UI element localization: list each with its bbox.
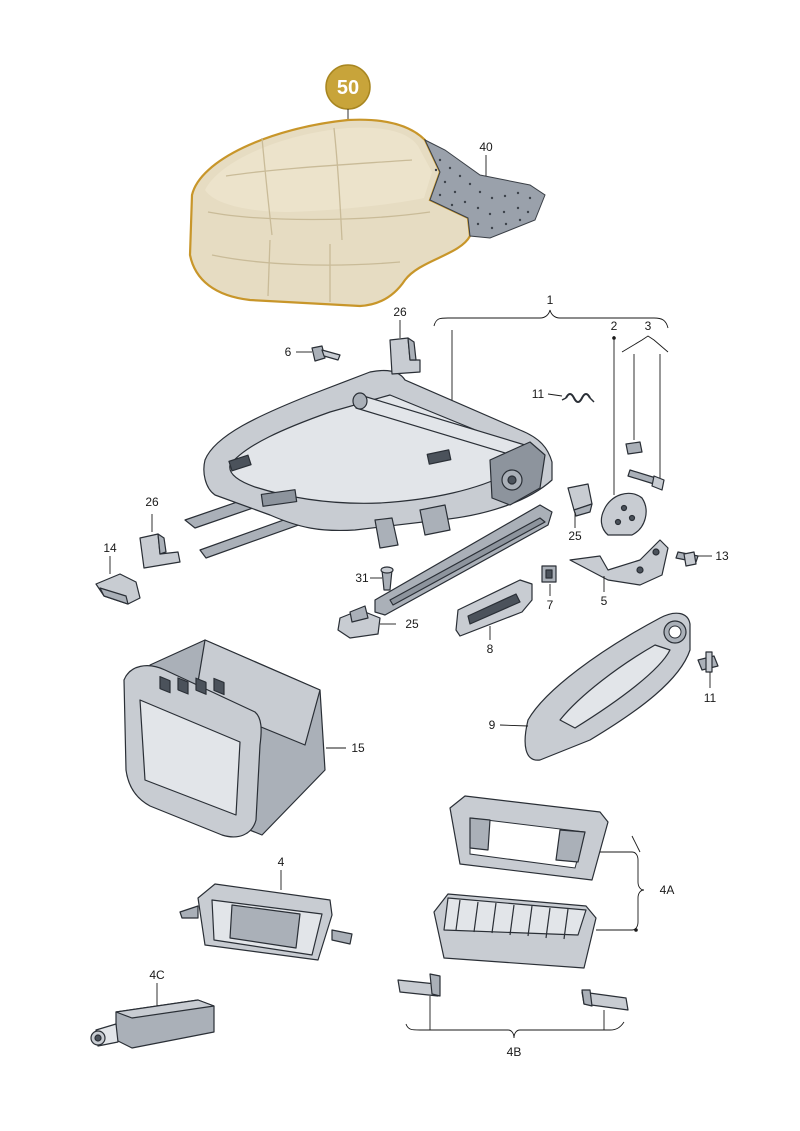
- clip-7[interactable]: [541, 565, 557, 583]
- bracket-4A: [596, 851, 645, 931]
- cushion-foam-part[interactable]: [423, 138, 546, 239]
- tray-4A-lower[interactable]: [433, 893, 597, 969]
- storage-drawer-15[interactable]: [123, 639, 326, 838]
- nut-part[interactable]: [625, 441, 643, 455]
- mount-4B-right[interactable]: [581, 989, 629, 1011]
- tray-slats: [455, 899, 569, 940]
- callout-26-left: 26: [145, 495, 159, 509]
- drawer-ribs: [159, 675, 225, 696]
- foam-section: [423, 138, 546, 239]
- callout-26-top: 26: [393, 305, 407, 319]
- clip-25-upper[interactable]: [567, 483, 593, 517]
- callout-4: 4: [278, 855, 285, 869]
- screw-13[interactable]: [675, 551, 699, 567]
- callout-5: 5: [601, 594, 608, 608]
- handle-14[interactable]: [95, 573, 141, 605]
- screw-31[interactable]: [380, 566, 394, 591]
- callout-3: 3: [645, 319, 652, 333]
- callout-13: 13: [715, 549, 729, 563]
- callout-7: 7: [547, 598, 554, 612]
- seat-frame[interactable]: [184, 369, 553, 616]
- seat-cushion[interactable]: [188, 118, 472, 308]
- callout-11-top: 11: [532, 387, 545, 401]
- callout-25-lower: 25: [405, 617, 419, 631]
- clip-11-lower[interactable]: [697, 651, 719, 673]
- motor-4C[interactable]: [90, 999, 215, 1049]
- callout-4C: 4C: [149, 968, 165, 982]
- clip-25-lower[interactable]: [337, 605, 381, 639]
- callout-15: 15: [351, 741, 365, 755]
- callout-6: 6: [285, 345, 292, 359]
- badge-label: 50: [337, 77, 359, 99]
- callout-25-upper: 25: [568, 529, 582, 543]
- callout-31: 31: [355, 571, 369, 585]
- bolt-part[interactable]: [311, 345, 341, 362]
- callout-4B: 4B: [507, 1045, 522, 1059]
- mount-4B-left[interactable]: [397, 973, 441, 997]
- callout-11-lower: 11: [704, 691, 717, 705]
- callout-1: 1: [547, 293, 554, 307]
- callout-2: 2: [611, 319, 618, 333]
- foam-dots: [434, 158, 532, 230]
- bracket-4B: [405, 1021, 625, 1039]
- recliner-cover[interactable]: [600, 492, 647, 536]
- callout-40: 40: [479, 140, 493, 154]
- bracket-5[interactable]: [569, 539, 669, 586]
- cushion-top-surface: [205, 127, 432, 212]
- spring-part[interactable]: [561, 393, 595, 403]
- frame-4A-upper[interactable]: [449, 795, 609, 881]
- bracket-26-left[interactable]: [139, 533, 181, 569]
- side-panel-9[interactable]: [524, 612, 691, 761]
- callout-4A: 4A: [660, 883, 675, 897]
- trim-8[interactable]: [455, 579, 533, 637]
- highlight-badge[interactable]: 50: [325, 64, 371, 110]
- bracket-26-top[interactable]: [389, 337, 421, 375]
- screw-part[interactable]: [627, 469, 665, 491]
- callout-8: 8: [487, 642, 494, 656]
- callout-9: 9: [489, 718, 496, 732]
- bracket-1: [433, 309, 669, 329]
- callout-14: 14: [103, 541, 117, 555]
- housing-4[interactable]: [179, 883, 353, 961]
